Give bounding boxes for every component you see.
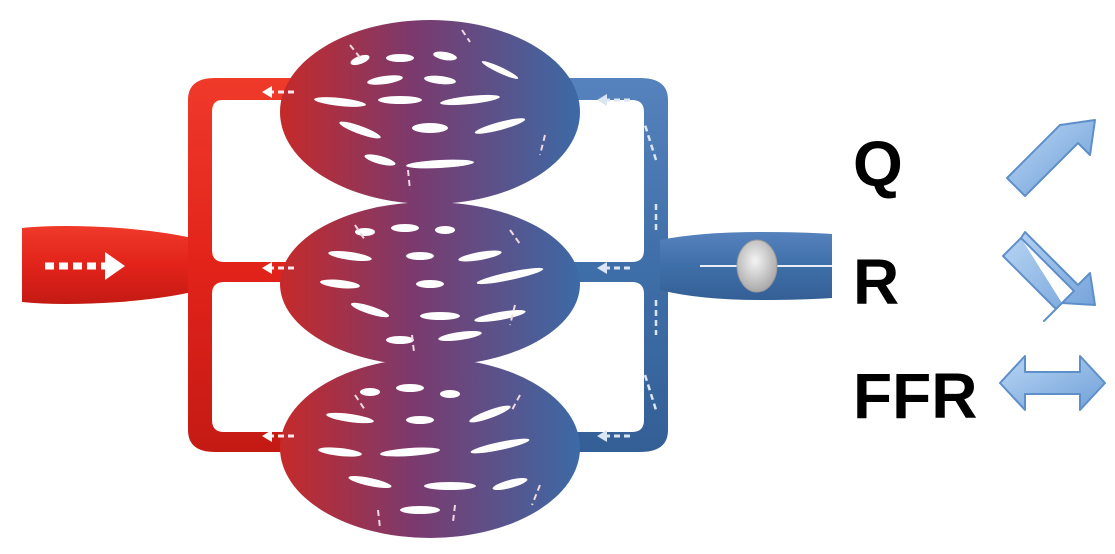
arterial-trunk [188, 78, 300, 452]
capillary-bed-middle [280, 202, 580, 366]
q-label: Q [853, 128, 903, 200]
venous-network [560, 78, 832, 452]
arrow-left-right-icon [1000, 356, 1105, 410]
legend: Q R FFR [853, 120, 1105, 432]
capillary-bed-bottom [280, 358, 580, 538]
arrow-down-right-icon [1003, 232, 1095, 321]
capillary-bed-top [280, 20, 580, 204]
pressure-sensor [737, 240, 777, 292]
r-label: R [853, 246, 899, 318]
arrow-up-right-icon [1007, 120, 1095, 196]
ffr-label: FFR [853, 360, 977, 432]
